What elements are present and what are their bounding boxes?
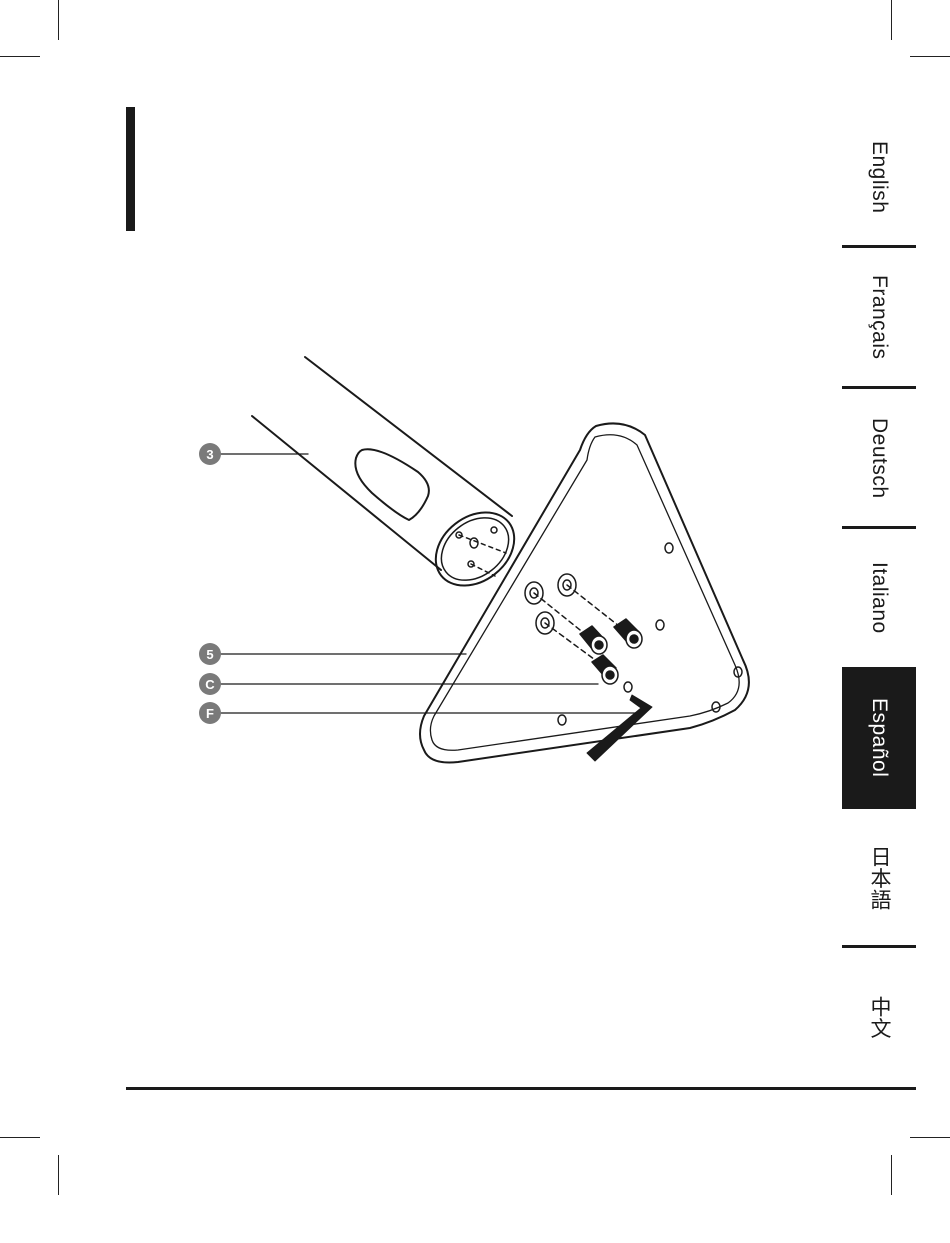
callout-label: F <box>206 706 214 721</box>
tube-part <box>252 357 529 601</box>
callout-label: C <box>205 677 215 692</box>
callout-f: F <box>199 702 221 724</box>
callout-label: 3 <box>206 447 213 462</box>
base-plate-part <box>420 423 749 762</box>
callout-5: 5 <box>199 643 221 665</box>
bolt-part <box>580 619 642 684</box>
callout-c: C <box>199 673 221 695</box>
callout-3: 3 <box>199 443 221 465</box>
callout-label: 5 <box>206 647 213 662</box>
allen-key-part <box>587 695 652 761</box>
